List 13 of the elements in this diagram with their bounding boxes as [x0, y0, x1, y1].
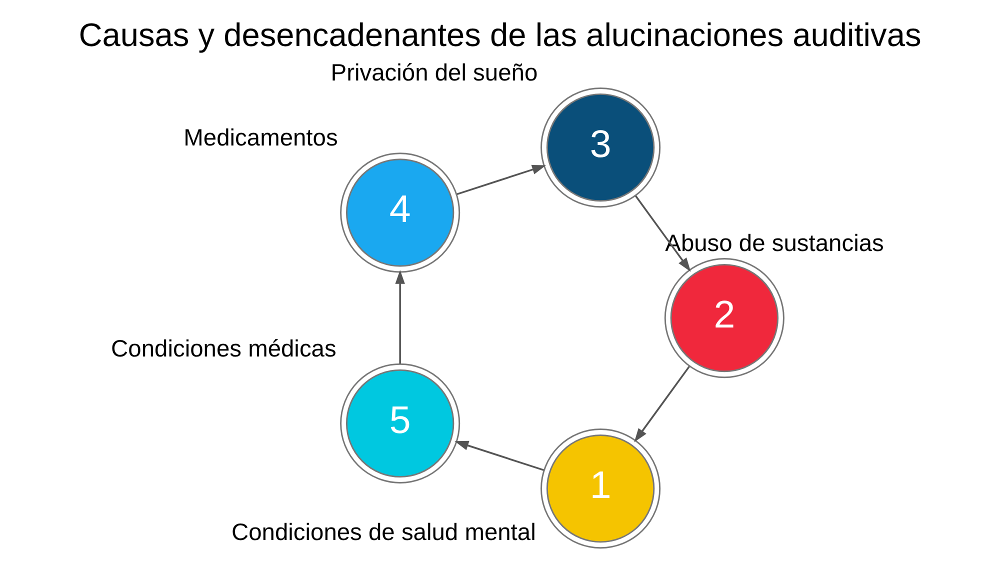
arrow [456, 164, 546, 196]
node-label: Privación del sueño [330, 60, 538, 87]
arrow [634, 195, 691, 272]
node-circle: 4 [340, 152, 460, 273]
node-circle: 3 [540, 88, 661, 208]
node-label: Condiciones de salud mental [231, 520, 536, 546]
diagram-title: Causas y desencadenantes de las alucinaciones auditivas [78, 16, 922, 54]
node-circle: 5 [340, 363, 460, 484]
node-label: Condiciones médicas [111, 336, 336, 362]
arrow [454, 440, 544, 471]
arrow [634, 366, 690, 442]
arrow [395, 270, 405, 364]
node-label: Medicamentos [184, 126, 338, 152]
